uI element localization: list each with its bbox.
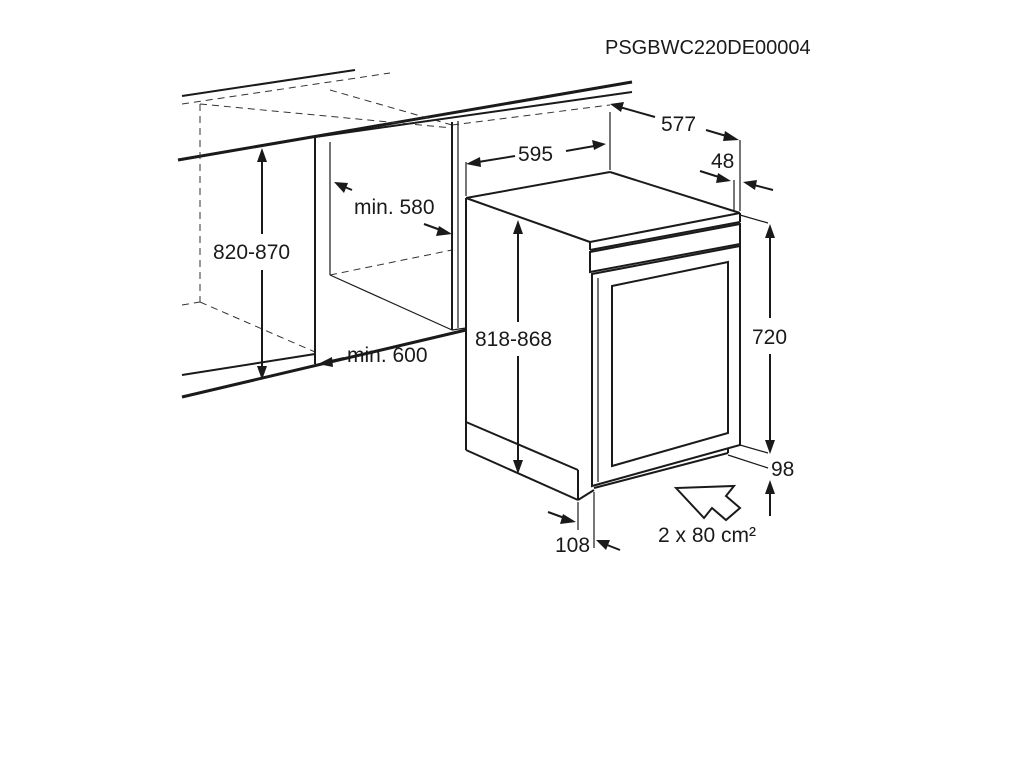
dimension-cabinet-width: 595 <box>518 143 553 166</box>
dimension-niche-height: 820-870 <box>213 241 290 264</box>
dimension-cabinet-depth: 577 <box>661 113 696 136</box>
dimension-niche-width: min. 600 <box>347 344 428 367</box>
dimension-lines <box>257 102 775 551</box>
ventilation-arrow-icon <box>673 484 742 522</box>
niche-outline <box>177 69 633 399</box>
dimension-top-overhang: 48 <box>711 150 734 173</box>
dimension-plinth-depth: 108 <box>555 534 590 557</box>
dimension-plinth-height: 98 <box>771 458 794 481</box>
dimension-body-height: 720 <box>752 326 787 349</box>
product-code: PSGBWC220DE00004 <box>605 37 811 59</box>
ventilation-area-label: 2 x 80 cm² <box>658 524 756 547</box>
dimension-total-height: 818-868 <box>475 328 552 351</box>
dimension-niche-depth: min. 580 <box>354 196 435 219</box>
